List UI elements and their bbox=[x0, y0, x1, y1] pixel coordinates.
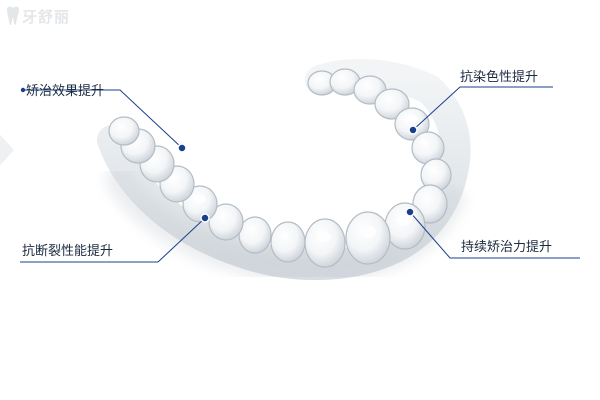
callout-dot bbox=[177, 143, 187, 153]
callout-label-stain-resistance: 抗染色性提升 bbox=[460, 70, 539, 85]
tooth-logo-icon bbox=[7, 6, 19, 25]
callout-label-sustained-force: 持续矫治力提升 bbox=[461, 240, 553, 255]
callout-line-4 bbox=[409, 211, 580, 259]
callout-line-3 bbox=[412, 86, 553, 131]
callout-label-fracture-resistance: 抗断裂性能提升 bbox=[22, 244, 114, 259]
callout-dots bbox=[20, 87, 418, 223]
aligner-teeth bbox=[108, 68, 452, 268]
tooth bbox=[108, 68, 452, 268]
callout-dot bbox=[405, 207, 415, 217]
callout-line-1 bbox=[24, 89, 183, 149]
callout-dot bbox=[200, 213, 210, 223]
watermark-text: 牙舒丽 bbox=[22, 8, 71, 26]
callout-lines bbox=[20, 86, 580, 263]
callout-dot bbox=[408, 125, 418, 135]
callout-end-dot bbox=[20, 87, 26, 93]
callout-label-correction-effect: 矫治效果提升 bbox=[26, 84, 105, 99]
chevron-decoration-icon bbox=[0, 134, 14, 166]
callout-line-2 bbox=[20, 217, 206, 263]
